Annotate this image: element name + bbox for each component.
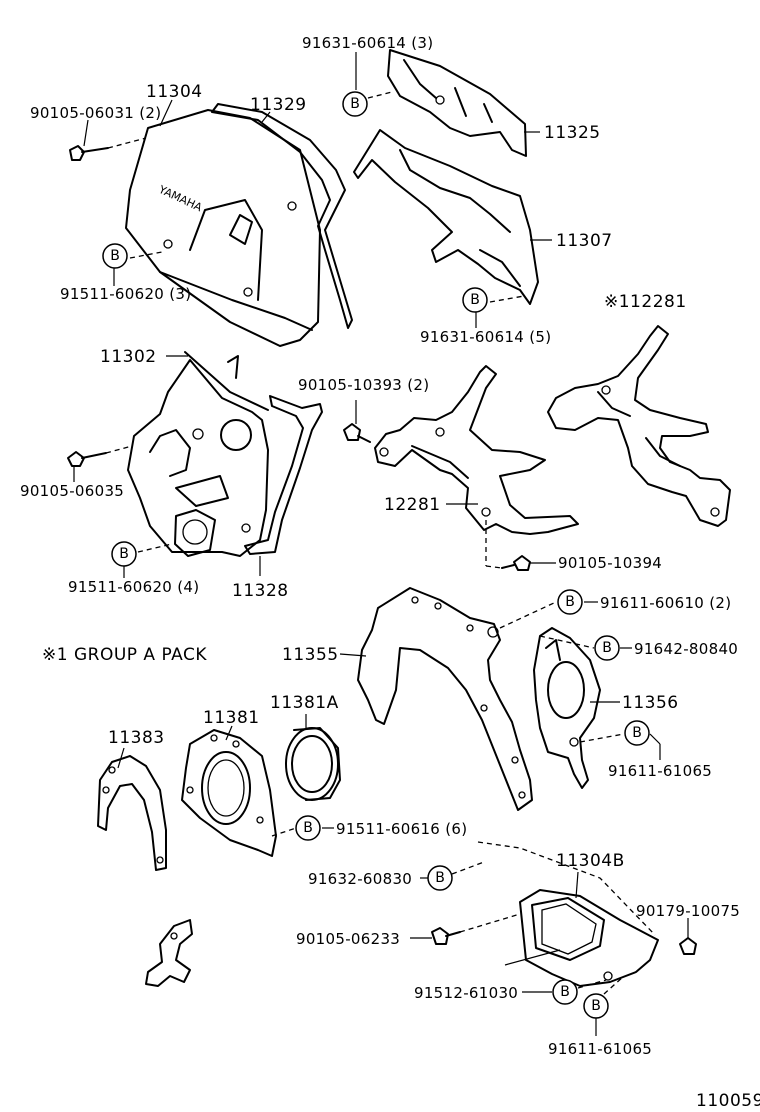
end-plate-bracket-drawing	[533, 627, 601, 789]
b-symbol-text: B	[350, 96, 360, 112]
b-symbol-text: B	[110, 248, 120, 264]
fastener-label-90105-10394: 90105-10394	[558, 554, 662, 572]
bolt-90105-06035-drawing	[67, 451, 107, 467]
fastener-label-90105-10393-2: 90105-10393 (2)	[298, 376, 429, 394]
part-label-11381a: 11381A	[270, 693, 339, 713]
b-symbols: B B B B B B B B B B B	[102, 91, 650, 1019]
seal-retainer-drawing	[97, 755, 167, 871]
small-hook-drawing	[145, 919, 193, 987]
part-label-112281: ※112281	[604, 292, 687, 312]
part-labels: 11304 11329 11325 11307 ※112281 11302 12…	[100, 82, 687, 871]
b-symbol	[557, 589, 583, 615]
lower-cover-gasket-drawing	[244, 395, 323, 555]
fastener-label-91512-61030: 91512-61030	[414, 984, 518, 1002]
bottom-cover-drawing	[477, 841, 659, 987]
fastener-label-91631-60614-5: 91631-60614 (5)	[420, 328, 551, 346]
b-symbol	[624, 720, 650, 746]
b-symbol-text: B	[632, 725, 642, 741]
fastener-label-90179-10075: 90179-10075	[636, 902, 740, 920]
group-pack-note: ※1 GROUP A PACK	[42, 645, 207, 665]
fastener-label-91611-60610-2: 91611-60610 (2)	[600, 594, 731, 612]
part-label-11381: 11381	[203, 708, 260, 728]
b-symbol	[462, 287, 488, 313]
b-symbol	[552, 979, 578, 1005]
bolt-90105-10394-drawing	[501, 555, 531, 571]
b-symbol-text: B	[470, 292, 480, 308]
b-symbol	[583, 993, 609, 1019]
part-label-12281: 12281	[384, 495, 441, 515]
rear-plate-drawing	[353, 129, 539, 305]
part-label-11304b: 11304B	[556, 851, 625, 871]
figure-id: 110059	[696, 1091, 760, 1111]
oil-seal-retainer-drawing	[181, 729, 277, 857]
part-label-11328: 11328	[232, 581, 289, 601]
leader-lines	[73, 52, 689, 1036]
b-symbol-text: B	[565, 594, 575, 610]
part-label-11307: 11307	[556, 231, 613, 251]
b-symbol	[102, 243, 128, 269]
b-symbol-text: B	[602, 640, 612, 656]
fastener-label-90105-06233: 90105-06233	[296, 930, 400, 948]
b-symbol	[111, 541, 137, 567]
b-symbol-text: B	[560, 984, 570, 1000]
fastener-label-91511-60620-3: 91511-60620 (3)	[60, 285, 191, 303]
b-symbol-text: B	[119, 546, 129, 562]
bolt-90105-10393-drawing	[343, 423, 371, 443]
oil-seal-drawing	[285, 727, 341, 801]
fastener-label-91611-61065-b: 91611-61065	[548, 1040, 652, 1058]
part-label-11329: 11329	[250, 95, 307, 115]
fastener-label-91511-60620-4: 91511-60620 (4)	[68, 578, 199, 596]
b-symbol	[295, 815, 321, 841]
part-label-11383: 11383	[108, 728, 165, 748]
part-label-11304: 11304	[146, 82, 203, 102]
bolt-90105-06031-drawing	[69, 145, 109, 161]
b-symbol	[594, 635, 620, 661]
part-label-11356: 11356	[622, 693, 679, 713]
b-symbol	[427, 865, 453, 891]
b-symbol	[342, 91, 368, 117]
nut-90179-10075-drawing	[679, 937, 697, 955]
fastener-label-91631-60614-3: 91631-60614 (3)	[302, 34, 433, 52]
fastener-label-91511-60616-6: 91511-60616 (6)	[336, 820, 467, 838]
cover-gasket-drawing	[211, 103, 353, 329]
bolt-90105-06233-drawing	[431, 927, 461, 945]
fastener-labels: 91631-60614 (3) 90105-06031 (2) 91511-60…	[20, 34, 740, 1058]
fastener-label-90105-06035: 90105-06035	[20, 482, 124, 500]
fastener-label-91632-60830: 91632-60830	[308, 870, 412, 888]
part-label-11325: 11325	[544, 123, 601, 143]
fastener-label-91642-80840: 91642-80840	[634, 640, 738, 658]
bolts-drawing	[67, 145, 697, 955]
b-symbol-text: B	[435, 870, 445, 886]
upper-bracket-drawing	[387, 49, 527, 157]
lower-timing-cover-drawing	[127, 351, 269, 557]
engine-hanger-drawing	[374, 365, 579, 535]
b-symbol-text: B	[303, 820, 313, 836]
upper-timing-cover-drawing: YAMAHA	[125, 109, 321, 347]
rear-end-plate-drawing	[357, 587, 533, 811]
part-label-11302: 11302	[100, 347, 157, 367]
fastener-label-90105-06031-2: 90105-06031 (2)	[30, 104, 161, 122]
engine-hanger-2-drawing	[547, 325, 731, 527]
b-symbol-text: B	[591, 998, 601, 1014]
part-label-11355: 11355	[282, 645, 339, 665]
fastener-label-91611-61065-a: 91611-61065	[608, 762, 712, 780]
